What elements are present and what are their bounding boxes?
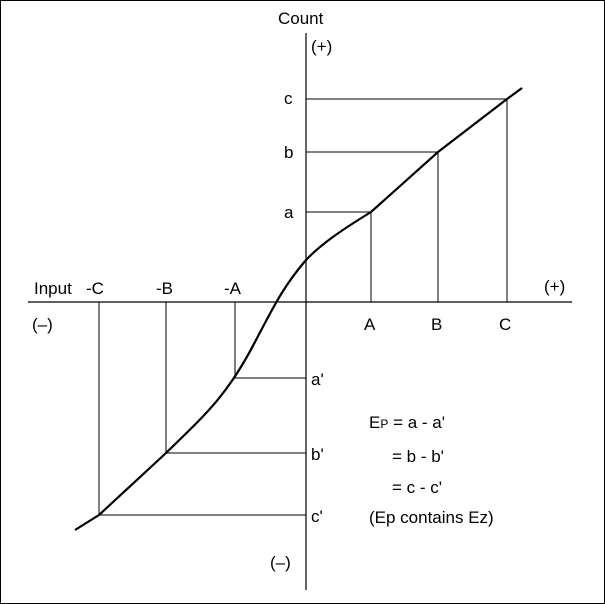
label-c: c: [284, 89, 293, 108]
label-A: A: [364, 315, 376, 334]
x-axis-title: Input: [34, 279, 72, 298]
x-axis-negative: (–): [32, 315, 53, 334]
label-neg-b: -B: [156, 279, 173, 298]
label-B: B: [431, 315, 442, 334]
label-c-prime: c': [311, 507, 323, 526]
equation-line-1: EP = a - a': [369, 413, 445, 432]
ep-equation: = a - a': [388, 413, 445, 432]
label-a: a: [284, 203, 294, 222]
label-a-prime: a': [311, 370, 324, 389]
transfer-curve: [74, 87, 523, 531]
y-axis-title: Count: [278, 9, 324, 28]
x-axis-positive: (+): [544, 277, 565, 296]
guide-b: [306, 151, 439, 302]
label-b: b: [284, 143, 293, 162]
y-axis-positive: (+): [311, 37, 332, 56]
label-C: C: [499, 315, 511, 334]
guide-a: [306, 211, 372, 302]
y-axis-negative: (–): [270, 553, 291, 572]
ep-symbol: E: [369, 413, 380, 432]
label-b-prime: b': [311, 445, 324, 464]
guide-c-prime: [98, 302, 306, 516]
guide-c: [306, 98, 508, 302]
ep-subscript: P: [380, 417, 388, 431]
label-neg-c: -C: [86, 279, 104, 298]
label-neg-a: -A: [224, 279, 242, 298]
equation-note: (Ep contains Ez): [369, 508, 494, 527]
equation-line-3: = c - c': [392, 478, 442, 497]
equation-line-2: = b - b': [392, 447, 444, 466]
